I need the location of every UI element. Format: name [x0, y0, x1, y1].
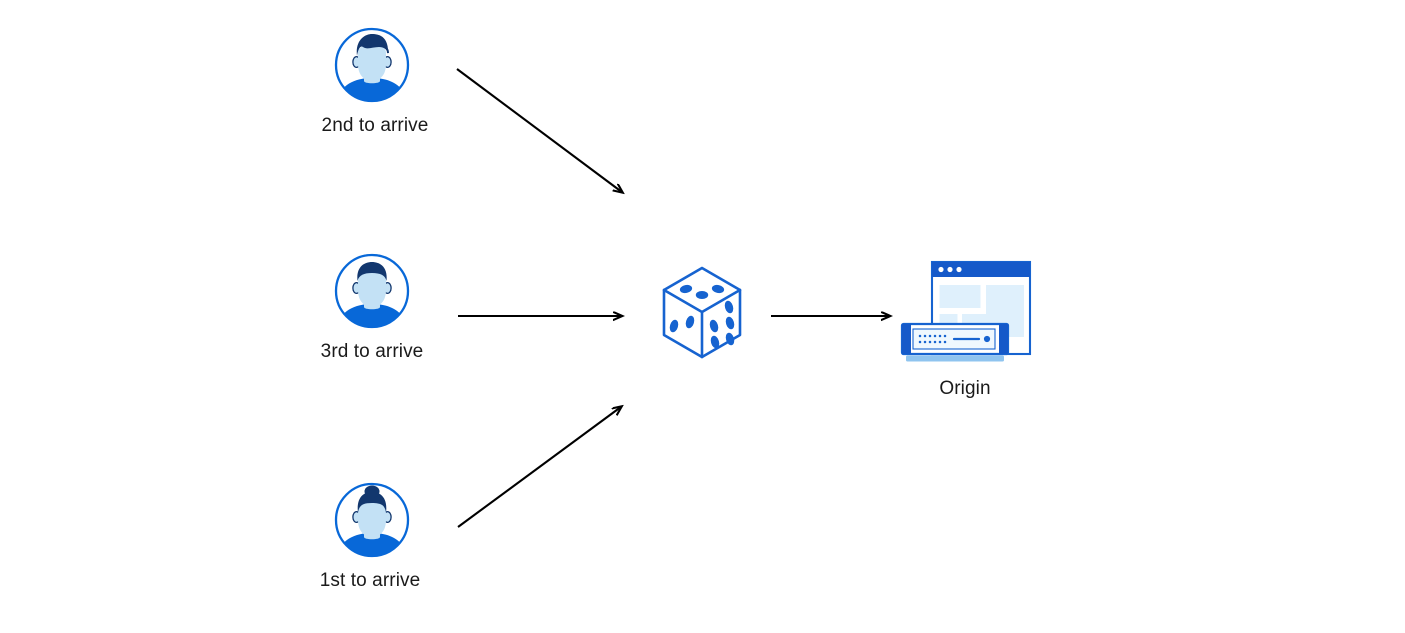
dice-icon	[662, 266, 742, 359]
arrow-bottom-to-dice	[457, 407, 622, 528]
origin-server-icon	[900, 260, 1032, 362]
random-balancer-node[interactable]	[659, 264, 745, 369]
dice-top-pips	[679, 284, 725, 299]
dice-left-pips	[669, 315, 695, 333]
client-label-top: 2nd to arrive	[321, 115, 429, 136]
client-node-bottom[interactable]	[333, 481, 411, 564]
user-avatar-icon	[334, 253, 410, 329]
client-node-middle[interactable]	[333, 252, 411, 335]
client-label-middle: 3rd to arrive	[320, 341, 424, 362]
dice-right-pips	[709, 300, 735, 349]
server-rack-icon	[900, 322, 1010, 362]
user-avatar-icon	[334, 482, 410, 558]
server-led-grid	[918, 334, 947, 344]
client-label-bottom: 1st to arrive	[319, 570, 421, 591]
origin-node[interactable]	[896, 258, 1036, 378]
origin-label: Origin	[939, 378, 991, 399]
user-avatar-icon	[334, 27, 410, 103]
client-node-top[interactable]	[333, 26, 411, 109]
